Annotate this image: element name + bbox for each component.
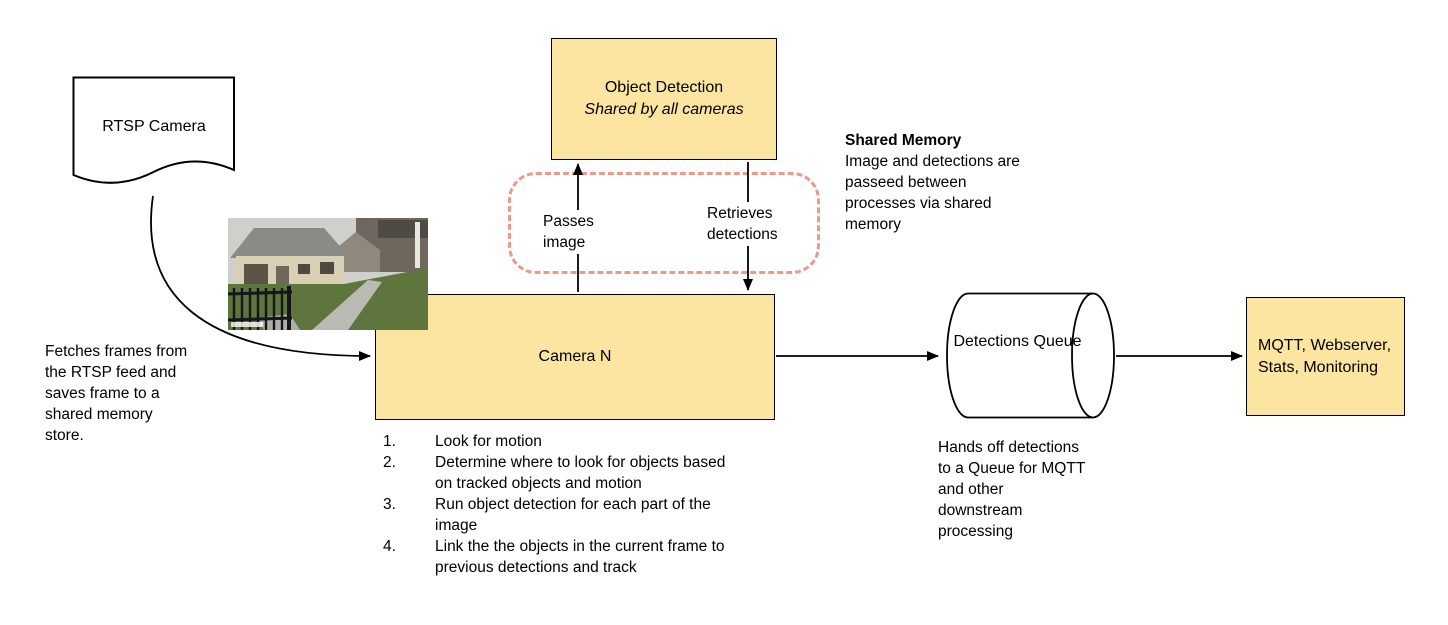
shared-memory-region [508, 172, 820, 274]
step-text: Run object detection for each part of th… [435, 496, 711, 534]
object-detection-node: Object Detection Shared by all cameras [551, 38, 777, 160]
step-text: Look for motion [435, 433, 542, 450]
shared-memory-note: Shared Memory Image and detections are p… [845, 130, 1021, 235]
shared-memory-body: Image and detections are passeed between… [845, 153, 1020, 233]
step-item: 3. Run object detection for each part of… [383, 494, 733, 536]
camera-n-node: Camera N [375, 294, 775, 420]
step-number: 3. [383, 496, 396, 513]
step-number: 4. [383, 538, 396, 555]
outputs-label: MQTT, Webserver, Stats, Monitoring [1258, 336, 1392, 376]
object-detection-subtitle: Shared by all cameras [584, 101, 744, 118]
rtsp-camera-label: RTSP Camera [102, 118, 206, 135]
detections-queue-label: Detections Queue [953, 333, 1082, 350]
camera-snapshot [228, 218, 428, 330]
step-item: 4. Link the the objects in the current f… [383, 536, 733, 578]
retrieves-detections-label: Retrieves detections [704, 202, 788, 246]
shared-memory-title: Shared Memory [845, 132, 962, 149]
camera-n-label: Camera N [538, 348, 612, 366]
object-detection-title: Object Detection [604, 79, 724, 97]
step-item: 2. Determine where to look for objects b… [383, 452, 733, 494]
step-text: Determine where to look for objects base… [435, 454, 726, 492]
step-item: 1. Look for motion [383, 431, 733, 452]
fetch-note: Fetches frames from the RTSP feed and sa… [45, 343, 188, 444]
fence [228, 286, 293, 330]
queue-handoff-note: Hands off detections to a Queue for MQTT… [938, 439, 1086, 540]
outputs-node: MQTT, Webserver, Stats, Monitoring [1246, 297, 1405, 416]
step-text: Link the the objects in the current fram… [435, 538, 725, 576]
step-number: 2. [383, 454, 396, 471]
camera-steps-list: 1. Look for motion 2. Determine where to… [383, 431, 733, 578]
step-number: 1. [383, 433, 396, 450]
detections-queue-node [946, 292, 1115, 419]
passes-image-label: Passes image [540, 210, 604, 254]
rtsp-camera-node [72, 76, 235, 184]
